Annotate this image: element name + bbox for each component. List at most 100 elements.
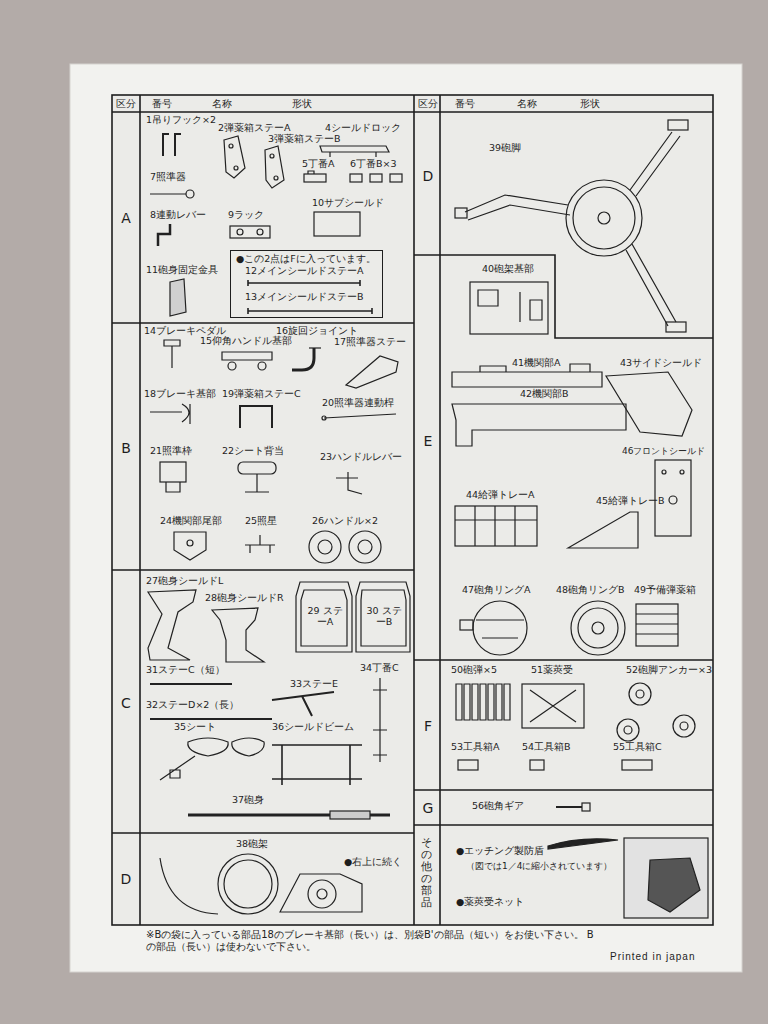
part-label: ●薬莢受ネット (456, 897, 524, 908)
part-drawing (308, 171, 314, 174)
part-label: 38砲架 (236, 839, 268, 850)
part-label: 35シート (174, 722, 216, 733)
part-drawing (218, 854, 278, 914)
part-label: 47砲角リングA (462, 585, 531, 596)
part-label: 49予備弾薬箱 (634, 585, 696, 596)
part-drawing (349, 531, 381, 563)
part-label: 7照準器 (150, 172, 186, 183)
part-label: 5丁番A (302, 159, 335, 170)
part-drawing (573, 187, 635, 249)
part-label: 37砲身 (232, 795, 264, 806)
part-drawing (272, 692, 334, 716)
part-drawing (148, 590, 196, 660)
part-drawing (356, 582, 410, 652)
part-drawing (270, 154, 274, 158)
part-label: 51薬莢受 (531, 665, 573, 676)
column-header: 名称 (517, 98, 537, 110)
column-header: 形状 (292, 98, 312, 110)
part-label: 34丁番C (360, 663, 399, 674)
part-label: 24機関部尾部 (160, 516, 222, 527)
part-drawing (309, 531, 341, 563)
part-drawing (245, 535, 275, 553)
part-drawing (186, 190, 194, 198)
part-label: ●エッチング製防盾 (456, 846, 544, 857)
part-label: 25照星 (245, 516, 277, 527)
table-grid (112, 95, 713, 925)
part-drawing (636, 614, 678, 634)
part-drawing (170, 279, 186, 316)
column-header: 区分 (418, 98, 438, 110)
part-drawing (292, 348, 314, 370)
part-drawing (174, 532, 206, 560)
note-text: 13メインシールドステーB (245, 292, 364, 303)
section-cell: F (414, 660, 713, 790)
part-drawing (240, 406, 272, 428)
section-cell: その他の部品 (414, 825, 713, 925)
part-label: 15仰角ハンドル基部 (200, 336, 292, 347)
part-label: 43サイドシールド (620, 358, 702, 369)
part-drawing (224, 136, 245, 178)
part-label: 45給弾トレーB (596, 496, 665, 507)
part-label: 18ブレーキ基部 (144, 389, 216, 400)
part-drawing (662, 470, 666, 474)
part-label: 28砲身シールドR (205, 593, 284, 604)
part-label: 23ハンドルレバー (320, 452, 402, 463)
part-drawing (473, 601, 527, 655)
part-drawing (470, 282, 548, 334)
column-header: 番号 (152, 98, 172, 110)
part-drawing (336, 472, 362, 494)
table-grid (112, 95, 713, 925)
part-drawing (318, 540, 332, 554)
part-drawing (163, 134, 181, 156)
part-drawing (629, 683, 651, 705)
part-drawing (622, 760, 652, 770)
part-drawing (522, 684, 584, 728)
part-drawing (617, 719, 639, 741)
part-label: 10サブシールド (312, 198, 384, 209)
note-text: ●この2点はFに入っています。 (236, 254, 376, 265)
part-label: 31ステーC（短） (146, 665, 225, 676)
part-label: 53工具箱A (451, 742, 500, 753)
part-drawing (598, 212, 610, 224)
section-letter: D (112, 871, 140, 887)
column-header: 区分 (116, 98, 136, 110)
part-drawing (150, 718, 272, 720)
part-drawing (245, 474, 269, 492)
part-drawing (578, 608, 618, 648)
part-drawing (280, 874, 362, 912)
part-drawing (160, 462, 186, 482)
part-drawing (592, 622, 604, 634)
print-mark: Printed in japan (610, 951, 696, 963)
part-label: 17照準器ステー (334, 337, 406, 348)
column-header: 名称 (212, 98, 232, 110)
part-drawing (248, 308, 372, 314)
part-drawing (238, 462, 276, 474)
part-drawing (248, 280, 360, 286)
part-drawing (257, 229, 263, 235)
part-drawing (224, 860, 272, 908)
part-drawing (568, 512, 638, 548)
part-drawing (666, 322, 686, 332)
part-drawing (566, 180, 642, 256)
part-label: 8連動レバー (150, 210, 206, 221)
part-label: 20照準器連動桿 (322, 398, 394, 409)
part-label: 40砲架基部 (482, 264, 534, 275)
part-drawing (228, 362, 236, 370)
part-drawing (324, 414, 396, 418)
part-drawing (452, 404, 626, 446)
part-label: 21照準枠 (150, 446, 192, 457)
part-label: 44給弾トレーA (466, 490, 535, 501)
part-drawing (358, 540, 372, 554)
part-label: 33ステーE (290, 679, 338, 690)
part-drawing (150, 404, 190, 424)
part-drawing (680, 470, 684, 474)
part-drawing (222, 352, 272, 360)
part-label: 4シールドロック (325, 123, 401, 134)
part-label: 52砲脚アンカー×3 (626, 665, 712, 676)
part-drawing (456, 684, 510, 720)
part-label: 9ラック (228, 210, 264, 221)
part-label: 50砲弾×5 (451, 665, 497, 676)
part-drawing (212, 608, 264, 662)
part-drawing (265, 146, 284, 188)
part-drawing (150, 193, 186, 194)
